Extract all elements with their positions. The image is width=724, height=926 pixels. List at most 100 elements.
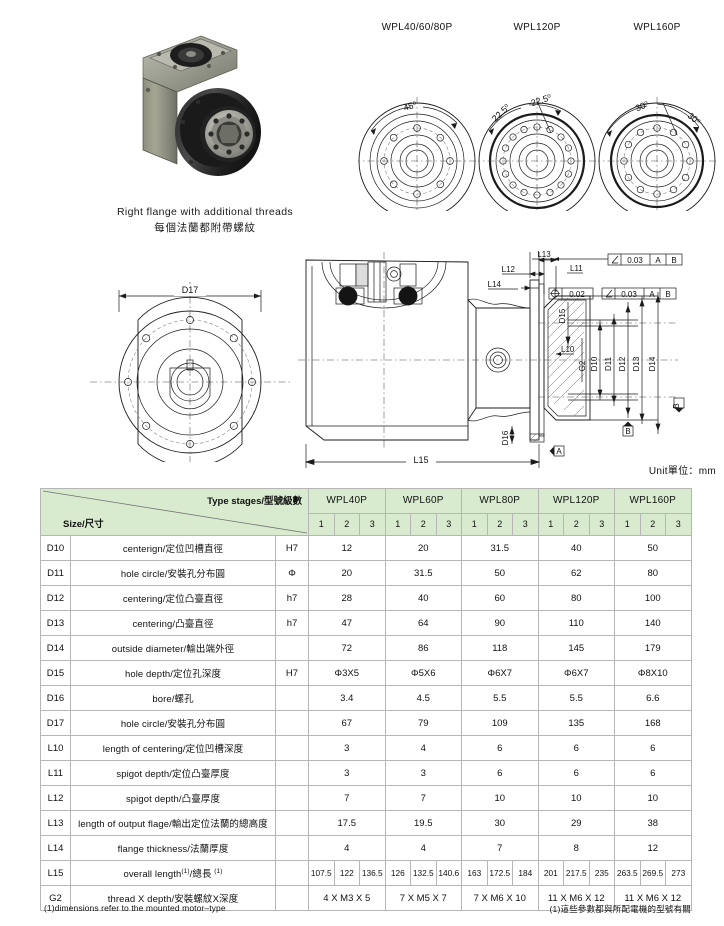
cell-l14-3: 8	[537, 835, 616, 861]
flange-title-3: WPL160P	[633, 22, 681, 33]
table-corner-header: Type stages/型號級數 Size/尺寸	[39, 488, 310, 536]
svg-text:45o: 45o	[402, 99, 418, 113]
row-description: length of centering/定位凹槽深度	[70, 735, 276, 761]
cell-d14-2: 118	[461, 635, 539, 661]
svg-text:0.03: 0.03	[621, 290, 637, 299]
stage-4-0: 1	[614, 512, 641, 537]
corner-diagonal	[42, 490, 308, 534]
flange-svg-1: 45o	[358, 97, 476, 211]
cell-d10-2: 31.5	[461, 535, 539, 561]
row-tolerance: h7	[274, 610, 310, 636]
row-code: G2	[40, 885, 71, 911]
dim-label-l15: L15	[413, 455, 428, 465]
cell-g2-4: 11 X M6 X 12	[614, 885, 692, 911]
svg-text:22.5o: 22.5o	[530, 92, 554, 108]
stage-0-0: 1	[308, 512, 335, 537]
cell-d13-4: 140	[614, 610, 692, 636]
dim-label-d15: D15	[558, 308, 567, 323]
row-tolerance: H7	[274, 535, 310, 561]
flange-diagram-wpl120p: WPL120P	[478, 22, 596, 211]
model-header-1: WPL60P	[384, 488, 463, 514]
cell-l14-1: 4	[384, 835, 463, 861]
unit-note: Unit單位：mm	[648, 466, 716, 477]
cell-d14-4: 179	[614, 635, 692, 661]
cell-l12-4: 10	[614, 785, 692, 811]
cell-l15-11: 235	[588, 860, 616, 886]
row-code: L13	[40, 810, 71, 836]
svg-text:A: A	[649, 290, 655, 299]
row-code: L14	[40, 835, 71, 861]
cell-l10-1: 4	[384, 735, 463, 761]
svg-text:30o: 30o	[686, 111, 703, 128]
row-tolerance	[274, 810, 310, 836]
model-header-4: WPL160P	[614, 488, 692, 514]
dim-label-d10: D10	[590, 356, 599, 371]
dim-label-l10: L10	[561, 345, 575, 354]
header-size: Size/尺寸	[63, 519, 104, 530]
flange-title-2: WPL120P	[513, 22, 561, 33]
flange-svg-3: 30o 30o	[598, 97, 716, 211]
row-description: hole circle/安裝孔分布圓	[70, 710, 276, 736]
cell-l11-4: 6	[614, 760, 692, 786]
cell-l15-14: 273	[665, 860, 692, 886]
cell-d16-0: 3.4	[308, 685, 386, 711]
cell-l11-3: 6	[537, 760, 616, 786]
dim-label-d13: D13	[632, 356, 641, 371]
row-description: hole depth/定位孔深度	[70, 660, 276, 686]
cell-l10-3: 6	[537, 735, 616, 761]
row-description: flange thickness/法蘭厚度	[70, 835, 276, 861]
row-tolerance	[274, 785, 310, 811]
stage-2-1: 2	[486, 512, 514, 537]
cell-d11-4: 80	[614, 560, 692, 586]
product-photo-block: Right flange with additional threads 每個法…	[100, 22, 310, 237]
row-description: thread X depth/安裝螺紋X深度	[70, 885, 276, 911]
cell-d15-3: Φ6X7	[537, 660, 616, 686]
cell-d13-3: 110	[537, 610, 616, 636]
svg-text:B: B	[671, 256, 676, 265]
cell-l11-2: 6	[461, 760, 539, 786]
cell-l15-10: 217.5	[563, 860, 590, 886]
row-tolerance	[274, 835, 310, 861]
cell-l13-0: 17.5	[308, 810, 386, 836]
svg-text:0.02: 0.02	[569, 290, 585, 299]
row-code: D17	[40, 710, 71, 736]
row-tolerance	[274, 760, 310, 786]
cell-l13-3: 29	[537, 810, 616, 836]
row-tolerance: h7	[274, 585, 310, 611]
flange-diagram-wpl160p: WPL160P	[598, 22, 716, 211]
flange-svg-2: 22.5o 22.5o	[478, 92, 596, 211]
row-code: D10	[40, 535, 71, 561]
cell-l14-4: 12	[614, 835, 692, 861]
stage-0-2: 3	[359, 512, 386, 537]
row-description: spigot depth/凸臺厚度	[70, 785, 276, 811]
left-end-view: D17	[82, 282, 312, 474]
flange-title-1: WPL40/60/80P	[381, 22, 453, 33]
row-tolerance	[274, 860, 310, 886]
cell-d10-3: 40	[537, 535, 616, 561]
flange-pattern-diagrams: WPL40/60/80P	[358, 22, 716, 232]
cell-d15-0: Φ3X5	[308, 660, 386, 686]
cell-d16-2: 5.5	[461, 685, 539, 711]
cell-l11-0: 3	[308, 760, 386, 786]
cell-d17-1: 79	[384, 710, 463, 736]
cell-l10-2: 6	[461, 735, 539, 761]
cell-g2-1: 7 X M5 X 7	[384, 885, 463, 911]
cell-l15-4: 132.5	[410, 860, 437, 886]
photo-caption-cn: 每個法蘭都附帶螺紋	[154, 222, 256, 235]
row-tolerance	[274, 885, 310, 911]
cell-l10-0: 3	[308, 735, 386, 761]
stage-3-1: 2	[563, 512, 590, 537]
cell-d15-2: Φ6X7	[461, 660, 539, 686]
row-code: D12	[40, 585, 71, 611]
row-description: centering/凸臺直徑	[70, 610, 276, 636]
row-code: L11	[40, 760, 71, 786]
stage-4-2: 3	[665, 512, 692, 537]
dim-label-l13: L13	[537, 250, 551, 259]
